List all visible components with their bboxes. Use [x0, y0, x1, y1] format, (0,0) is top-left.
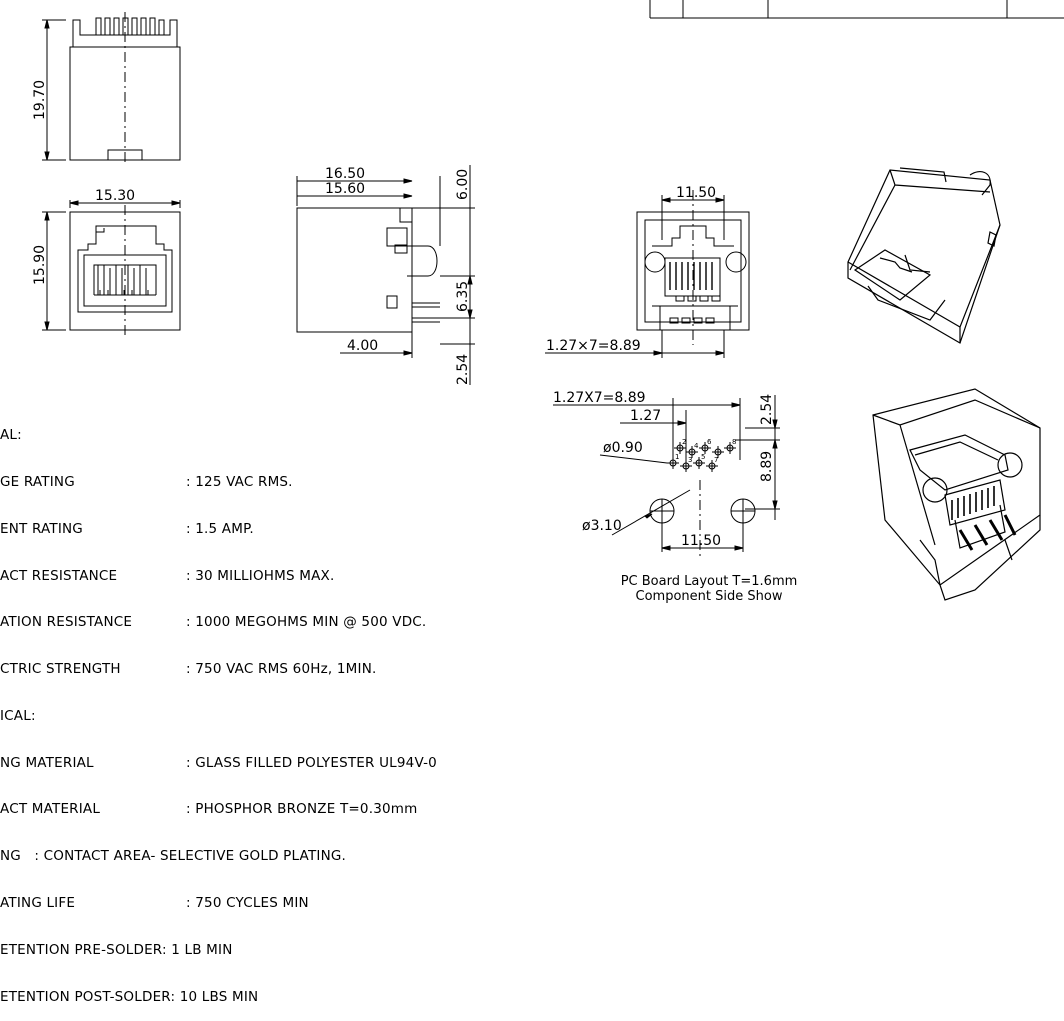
- spec-value: : PHOSPHOR BRONZE T=0.30mm: [186, 801, 418, 818]
- spec-label: ACT RESISTANCE: [0, 567, 118, 584]
- spec-label: GE RATING: [0, 473, 75, 490]
- front-height-dim: 15.90: [32, 245, 48, 285]
- spec-label: CTRIC STRENGTH: [0, 661, 121, 678]
- profile-top-dim: 6.00: [455, 169, 471, 200]
- bottom-pitch-dim: 1.27×7=8.89: [546, 338, 641, 354]
- side-view: 19.70: [32, 12, 181, 165]
- spec-label: ETENTION PRE-SOLDER: 1 LB MIN: [0, 941, 233, 958]
- spec-value: : 750 VAC RMS 60Hz, 1MIN.: [186, 661, 377, 678]
- spec-label: ATING LIFE: [0, 895, 76, 911]
- spec-label: ENT RATING: [0, 520, 83, 537]
- spec-label: NG : CONTACT AREA- SELECTIVE GOLD PLATIN…: [0, 848, 347, 865]
- front-width-dim: 15.30: [95, 188, 135, 204]
- spec-label: ACT MATERIAL: [0, 801, 101, 818]
- spec-label: ATION RESISTANCE: [0, 614, 133, 631]
- spec-value: : 1000 MEGOHMS MIN @ 500 VDC.: [186, 614, 427, 631]
- spec-value: : 30 MILLIOHMS MAX.: [186, 567, 335, 584]
- profile-body-dim: 15.60: [325, 181, 365, 197]
- pcb-post-spacing-dim: 11.50: [681, 533, 721, 549]
- pcb-layout-caption: PC Board Layout T=1.6mm Component Side S…: [590, 574, 828, 604]
- iso-view-back: [847, 167, 1001, 344]
- profile-pin-offset-dim: 6.35: [455, 281, 471, 312]
- pcb-layout: 1.27X7=8.89 1.27 2.54 8.89 2 4 6 8 1: [553, 390, 780, 560]
- spec-value: : GLASS FILLED POLYESTER UL94V-0: [186, 754, 437, 771]
- rj45-jack-drawing: 19.70 15.30 15.90: [32, 0, 1064, 601]
- mechanical-header: ICAL:: [0, 707, 36, 724]
- side-height-dim: 19.70: [32, 80, 48, 120]
- pin-number-4: 4: [694, 442, 699, 450]
- pin-number-2: 2: [682, 438, 686, 446]
- bottom-width-dim: 11.50: [676, 185, 716, 201]
- pin-number-3: 3: [688, 456, 692, 464]
- profile-overall-dim: 16.50: [325, 166, 365, 182]
- profile-view: 16.50 15.60 6.00 6.35 2.54 4.00: [296, 165, 475, 385]
- spec-value: : 1.5 AMP.: [186, 520, 254, 537]
- pin-number-5: 5: [701, 453, 705, 461]
- pcb-post-hole-dim: ø3.10: [582, 518, 622, 534]
- pin-number-7: 7: [714, 456, 718, 464]
- pin-number-6: 6: [707, 438, 712, 446]
- bottom-view: 11.50 1.27×7=8.89: [545, 185, 750, 358]
- front-view: 15.30 15.90: [32, 188, 181, 335]
- pcb-pitch-dim: 1.27: [630, 408, 661, 424]
- pcb-row-offset-dim: 2.54: [759, 394, 775, 425]
- spec-value: : 750 CYCLES MIN: [186, 895, 309, 911]
- pin-number-8: 8: [732, 438, 736, 446]
- pin-number-1: 1: [675, 453, 679, 461]
- spec-label: ETENTION POST-SOLDER: 10 LBS MIN: [0, 988, 259, 1005]
- pcb-layout-title: PC Board Layout T=1.6mm: [620, 574, 798, 589]
- pcb-pin-hole-dim: ø0.90: [603, 440, 643, 456]
- profile-pin-len-dim: 2.54: [455, 354, 471, 385]
- component-side-title: Component Side Show: [635, 589, 783, 604]
- spec-label: NG MATERIAL: [0, 754, 94, 771]
- electrical-header: AL:: [0, 427, 22, 444]
- pcb-row-to-post-dim: 8.89: [759, 451, 775, 482]
- pcb-pitch-total-dim: 1.27X7=8.89: [553, 390, 646, 406]
- profile-bottom-dim: 4.00: [347, 338, 378, 354]
- iso-view-front: [872, 388, 1041, 601]
- title-block: [649, 0, 1064, 19]
- spec-value: : 125 VAC RMS.: [186, 473, 293, 490]
- spec-notes: AL: GE RATING : 125 VAC RMS. ENT RATING : …: [0, 397, 437, 1021]
